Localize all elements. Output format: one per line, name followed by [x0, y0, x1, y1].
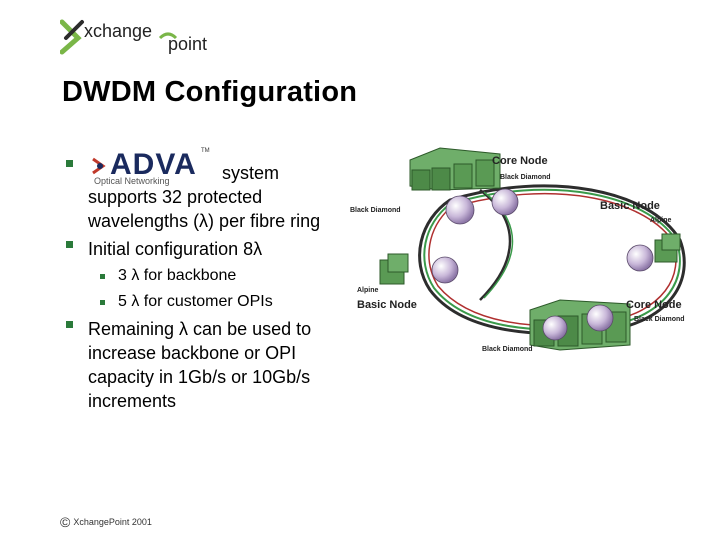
- sub-bullet-2-text: 5 λ for customer OPIs: [118, 293, 273, 310]
- sub-bullet-1-text: 3 λ for backbone: [118, 267, 237, 284]
- logo-text-main: xchange: [84, 21, 152, 41]
- core-node-top: [409, 147, 501, 191]
- bullet-1-line-3: wavelengths (λ) per fibre ring: [88, 211, 321, 231]
- label-black-diamond-right: Black Diamond: [634, 316, 685, 323]
- bullet-3-line-1: Remaining λ can be used to: [88, 319, 312, 339]
- sub-bullet-marker: [100, 274, 105, 279]
- logo-text-sub: point: [168, 34, 207, 54]
- copyright-symbol: ©: [60, 514, 71, 530]
- bullet-2-text: Initial configuration 8λ: [88, 239, 263, 259]
- label-black-diamond-left: Black Diamond: [350, 207, 401, 214]
- adva-subtitle: Optical Networking: [94, 176, 170, 186]
- label-core-node-bottom: Core Node: [626, 299, 682, 311]
- adva-name: ADVA: [110, 148, 197, 181]
- sub-bullet-marker: [100, 300, 105, 305]
- bullet-marker: [66, 241, 73, 248]
- label-alpine-right: Alpine: [650, 217, 671, 224]
- label-black-diamond-top: Black Diamond: [500, 174, 551, 181]
- basic-node-right: [654, 233, 681, 263]
- bullet-marker: [66, 160, 73, 167]
- bullet-1-line-1: system: [222, 163, 280, 183]
- bullet-marker: [66, 321, 73, 328]
- basic-node-left: [379, 253, 409, 285]
- adva-tm: TM: [201, 148, 210, 154]
- footer: ©XchangePoint 2001: [60, 514, 152, 530]
- adva-logo: ADVA TM Optical Networking: [88, 148, 210, 188]
- label-core-node-top: Core Node: [492, 155, 548, 167]
- label-basic-node-left: Basic Node: [357, 299, 417, 311]
- label-alpine-left: Alpine: [357, 287, 378, 294]
- bullet-1-line-2: supports 32 protected: [88, 187, 263, 207]
- bullet-3-line-3: capacity in 1Gb/s or 10Gb/s: [88, 367, 311, 387]
- xchangepoint-logo: xchange point: [60, 19, 207, 55]
- page-title: DWDM Configuration: [62, 76, 358, 108]
- dwdm-mux-spheres: [431, 188, 654, 341]
- dwdm-ring-diagram: Core Node Black Diamond Black Diamond Ba…: [350, 147, 686, 353]
- label-basic-node-right: Basic Node: [600, 200, 660, 212]
- bullet-3-line-4: increments: [88, 391, 177, 411]
- footer-text: XchangePoint 2001: [73, 517, 152, 527]
- adva-mark-icon: [92, 157, 106, 175]
- label-black-diamond-bottom: Black Diamond: [482, 346, 533, 353]
- bullet-3-line-2: increase backbone or OPI: [88, 343, 297, 363]
